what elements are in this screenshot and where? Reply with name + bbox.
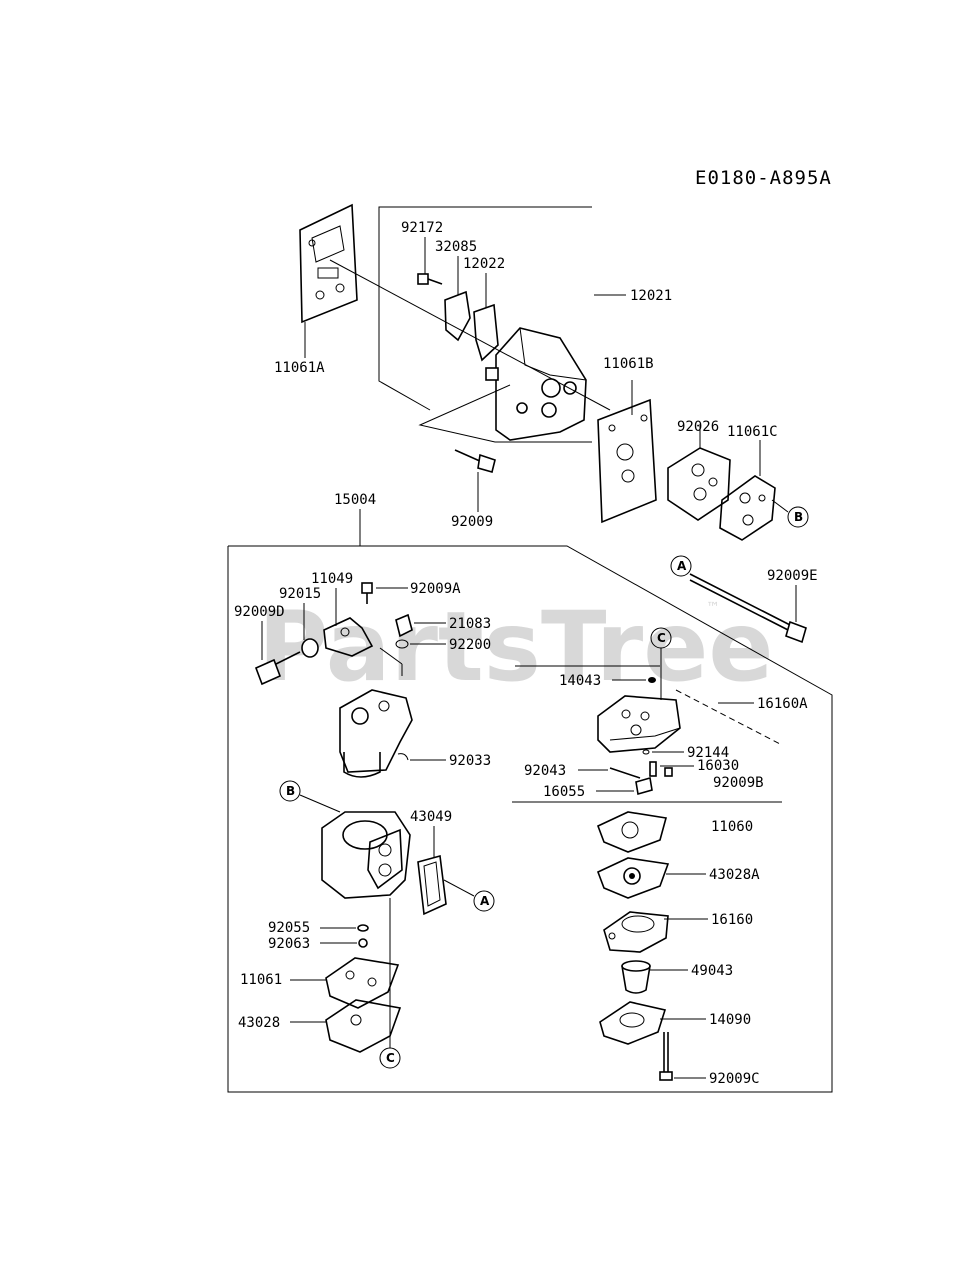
gasket-11060 [596, 811, 668, 853]
upper-assembly-frame [378, 206, 592, 443]
label-92043: 92043 [524, 763, 566, 779]
label-92009: 92009 [451, 514, 493, 530]
screw-92063 [358, 938, 368, 948]
label-92015: 92015 [279, 586, 321, 602]
screw-92009A [361, 582, 373, 604]
label-92200: 92200 [449, 637, 491, 653]
label-92009E: 92009E [767, 568, 818, 584]
assembly-15004-frame [227, 545, 833, 1093]
label-16055: 16055 [543, 784, 585, 800]
ref-a-marker-lower [473, 890, 495, 912]
label-11061A: 11061A [274, 360, 325, 376]
label-11060: 11060 [711, 819, 753, 835]
cover-14090 [599, 1001, 667, 1045]
label-92009A: 92009A [410, 581, 461, 597]
label-11049: 11049 [311, 571, 353, 587]
screw-92172 [417, 273, 443, 285]
bolt-92009E [689, 573, 807, 644]
label-92026: 92026 [677, 419, 719, 435]
diaphragm-43028A [596, 857, 670, 899]
bolt-92009D [254, 651, 301, 686]
washer-92200 [395, 639, 409, 649]
pin-92043 [609, 767, 641, 779]
pump-body-16160 [603, 911, 669, 953]
lever-16030 [649, 761, 657, 777]
nut-14043 [648, 677, 656, 683]
watermark-trademark: ™ [706, 600, 720, 616]
label-92009D: 92009D [234, 604, 285, 620]
needle-16055 [635, 776, 653, 796]
gasket-11061C [719, 475, 776, 541]
screw-92009B [664, 767, 673, 777]
label-49043: 49043 [691, 963, 733, 979]
ref-c-lower: C [386, 1051, 395, 1065]
label-11061: 11061 [240, 972, 282, 988]
label-14043: 14043 [559, 673, 601, 689]
gasket-11061 [325, 957, 400, 1009]
label-15004: 15004 [334, 492, 376, 508]
label-92009B: 92009B [713, 775, 764, 791]
label-14090: 14090 [709, 1012, 751, 1028]
bracket-11049 [323, 617, 374, 657]
watermark: PartsTree [258, 591, 773, 703]
label-16160A: 16160A [757, 696, 808, 712]
ref-c-marker-lower [379, 1047, 401, 1069]
label-12022: 12022 [463, 256, 505, 272]
label-43028: 43028 [238, 1015, 280, 1031]
label-21083: 21083 [449, 616, 491, 632]
label-11061C: 11061C [727, 424, 778, 440]
ref-a-marker-top [670, 555, 692, 577]
label-43049: 43049 [410, 809, 452, 825]
carburetor-throttle-body [339, 647, 413, 778]
label-11061B: 11061B [603, 356, 654, 372]
washer-92015 [301, 638, 319, 658]
gasket-43049 [417, 854, 447, 916]
plate-32085 [444, 290, 471, 342]
bolt-92009 [454, 449, 496, 473]
ref-a-top: A [677, 559, 687, 573]
label-92144: 92144 [687, 745, 729, 761]
clip-92033 [397, 753, 409, 761]
ref-a-lower: A [480, 894, 490, 908]
ref-b-upper: B [794, 510, 803, 524]
label-16160: 16160 [711, 912, 753, 928]
label-12021: 12021 [630, 288, 672, 304]
pump-cover-16160A [597, 695, 681, 753]
ref-b-marker-lower [279, 780, 301, 802]
ref-b-lower: B [286, 784, 295, 798]
screw-92009C [659, 1032, 673, 1081]
diaphragm-43028 [325, 999, 402, 1053]
spring-92144 [642, 749, 650, 755]
washer-92055 [357, 924, 369, 932]
carburetor-main-body [321, 811, 411, 899]
ref-c-top: C [657, 631, 666, 645]
label-92009C: 92009C [709, 1071, 760, 1087]
label-92063: 92063 [268, 936, 310, 952]
label-92033: 92033 [449, 753, 491, 769]
intake-body-12021 [485, 327, 587, 441]
cup-49043 [621, 960, 651, 994]
label-43028A: 43028A [709, 867, 760, 883]
plate-12022 [473, 303, 499, 362]
label-92055: 92055 [268, 920, 310, 936]
ref-b-marker-upper [787, 506, 809, 528]
label-16030: 16030 [697, 758, 739, 774]
diagram-code: E0180-A895A [695, 167, 832, 189]
gasket-11061A [299, 203, 358, 324]
gasket-11061B [597, 398, 657, 524]
screw-21083 [395, 613, 413, 638]
label-32085: 32085 [435, 239, 477, 255]
label-92172: 92172 [401, 220, 443, 236]
